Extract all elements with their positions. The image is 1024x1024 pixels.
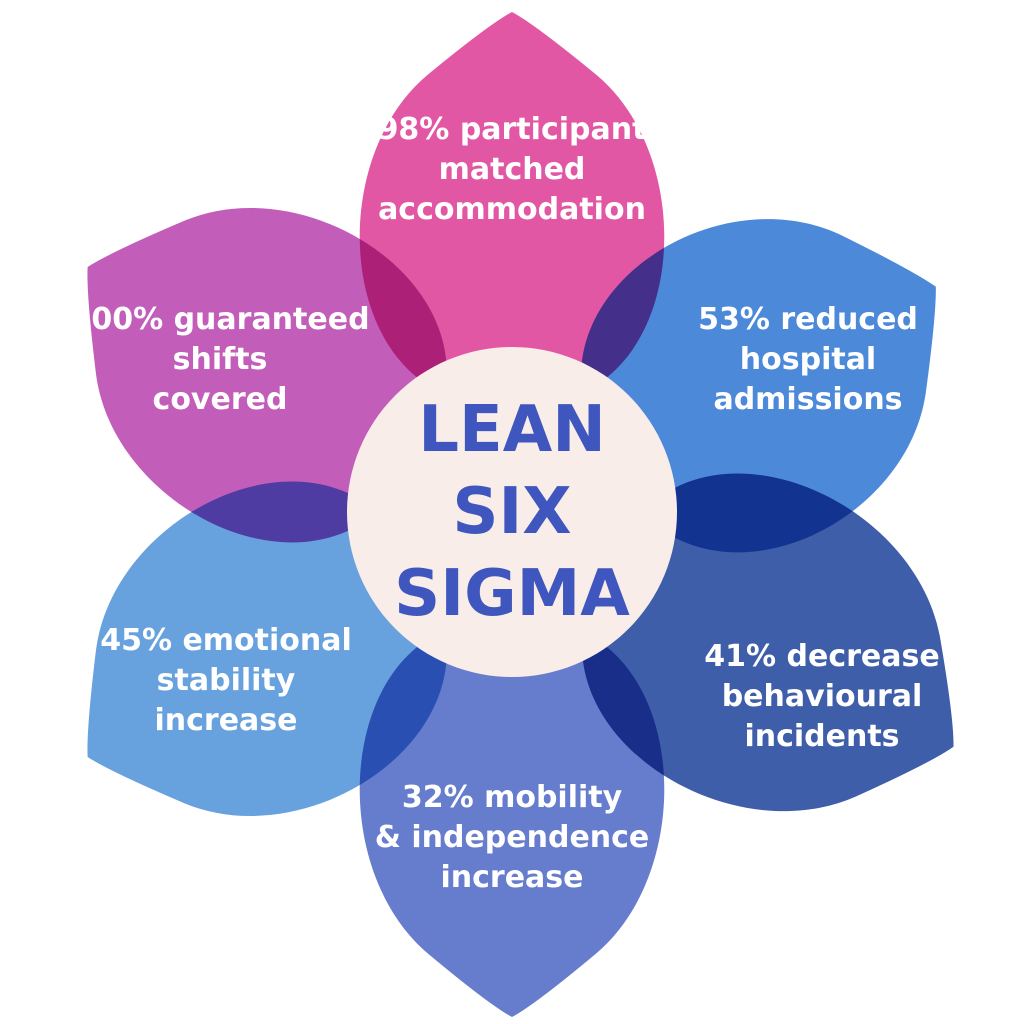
center-title-line: SIX <box>452 475 572 549</box>
center-title-line: LEAN <box>418 393 606 467</box>
petal-mobility-independence <box>359 620 665 1017</box>
petal-participant-matched <box>359 12 665 404</box>
center-title: LEAN SIX SIGMA <box>347 347 677 677</box>
petal-behavioural-incidents <box>582 473 954 812</box>
center-title-line: SIGMA <box>394 557 630 631</box>
